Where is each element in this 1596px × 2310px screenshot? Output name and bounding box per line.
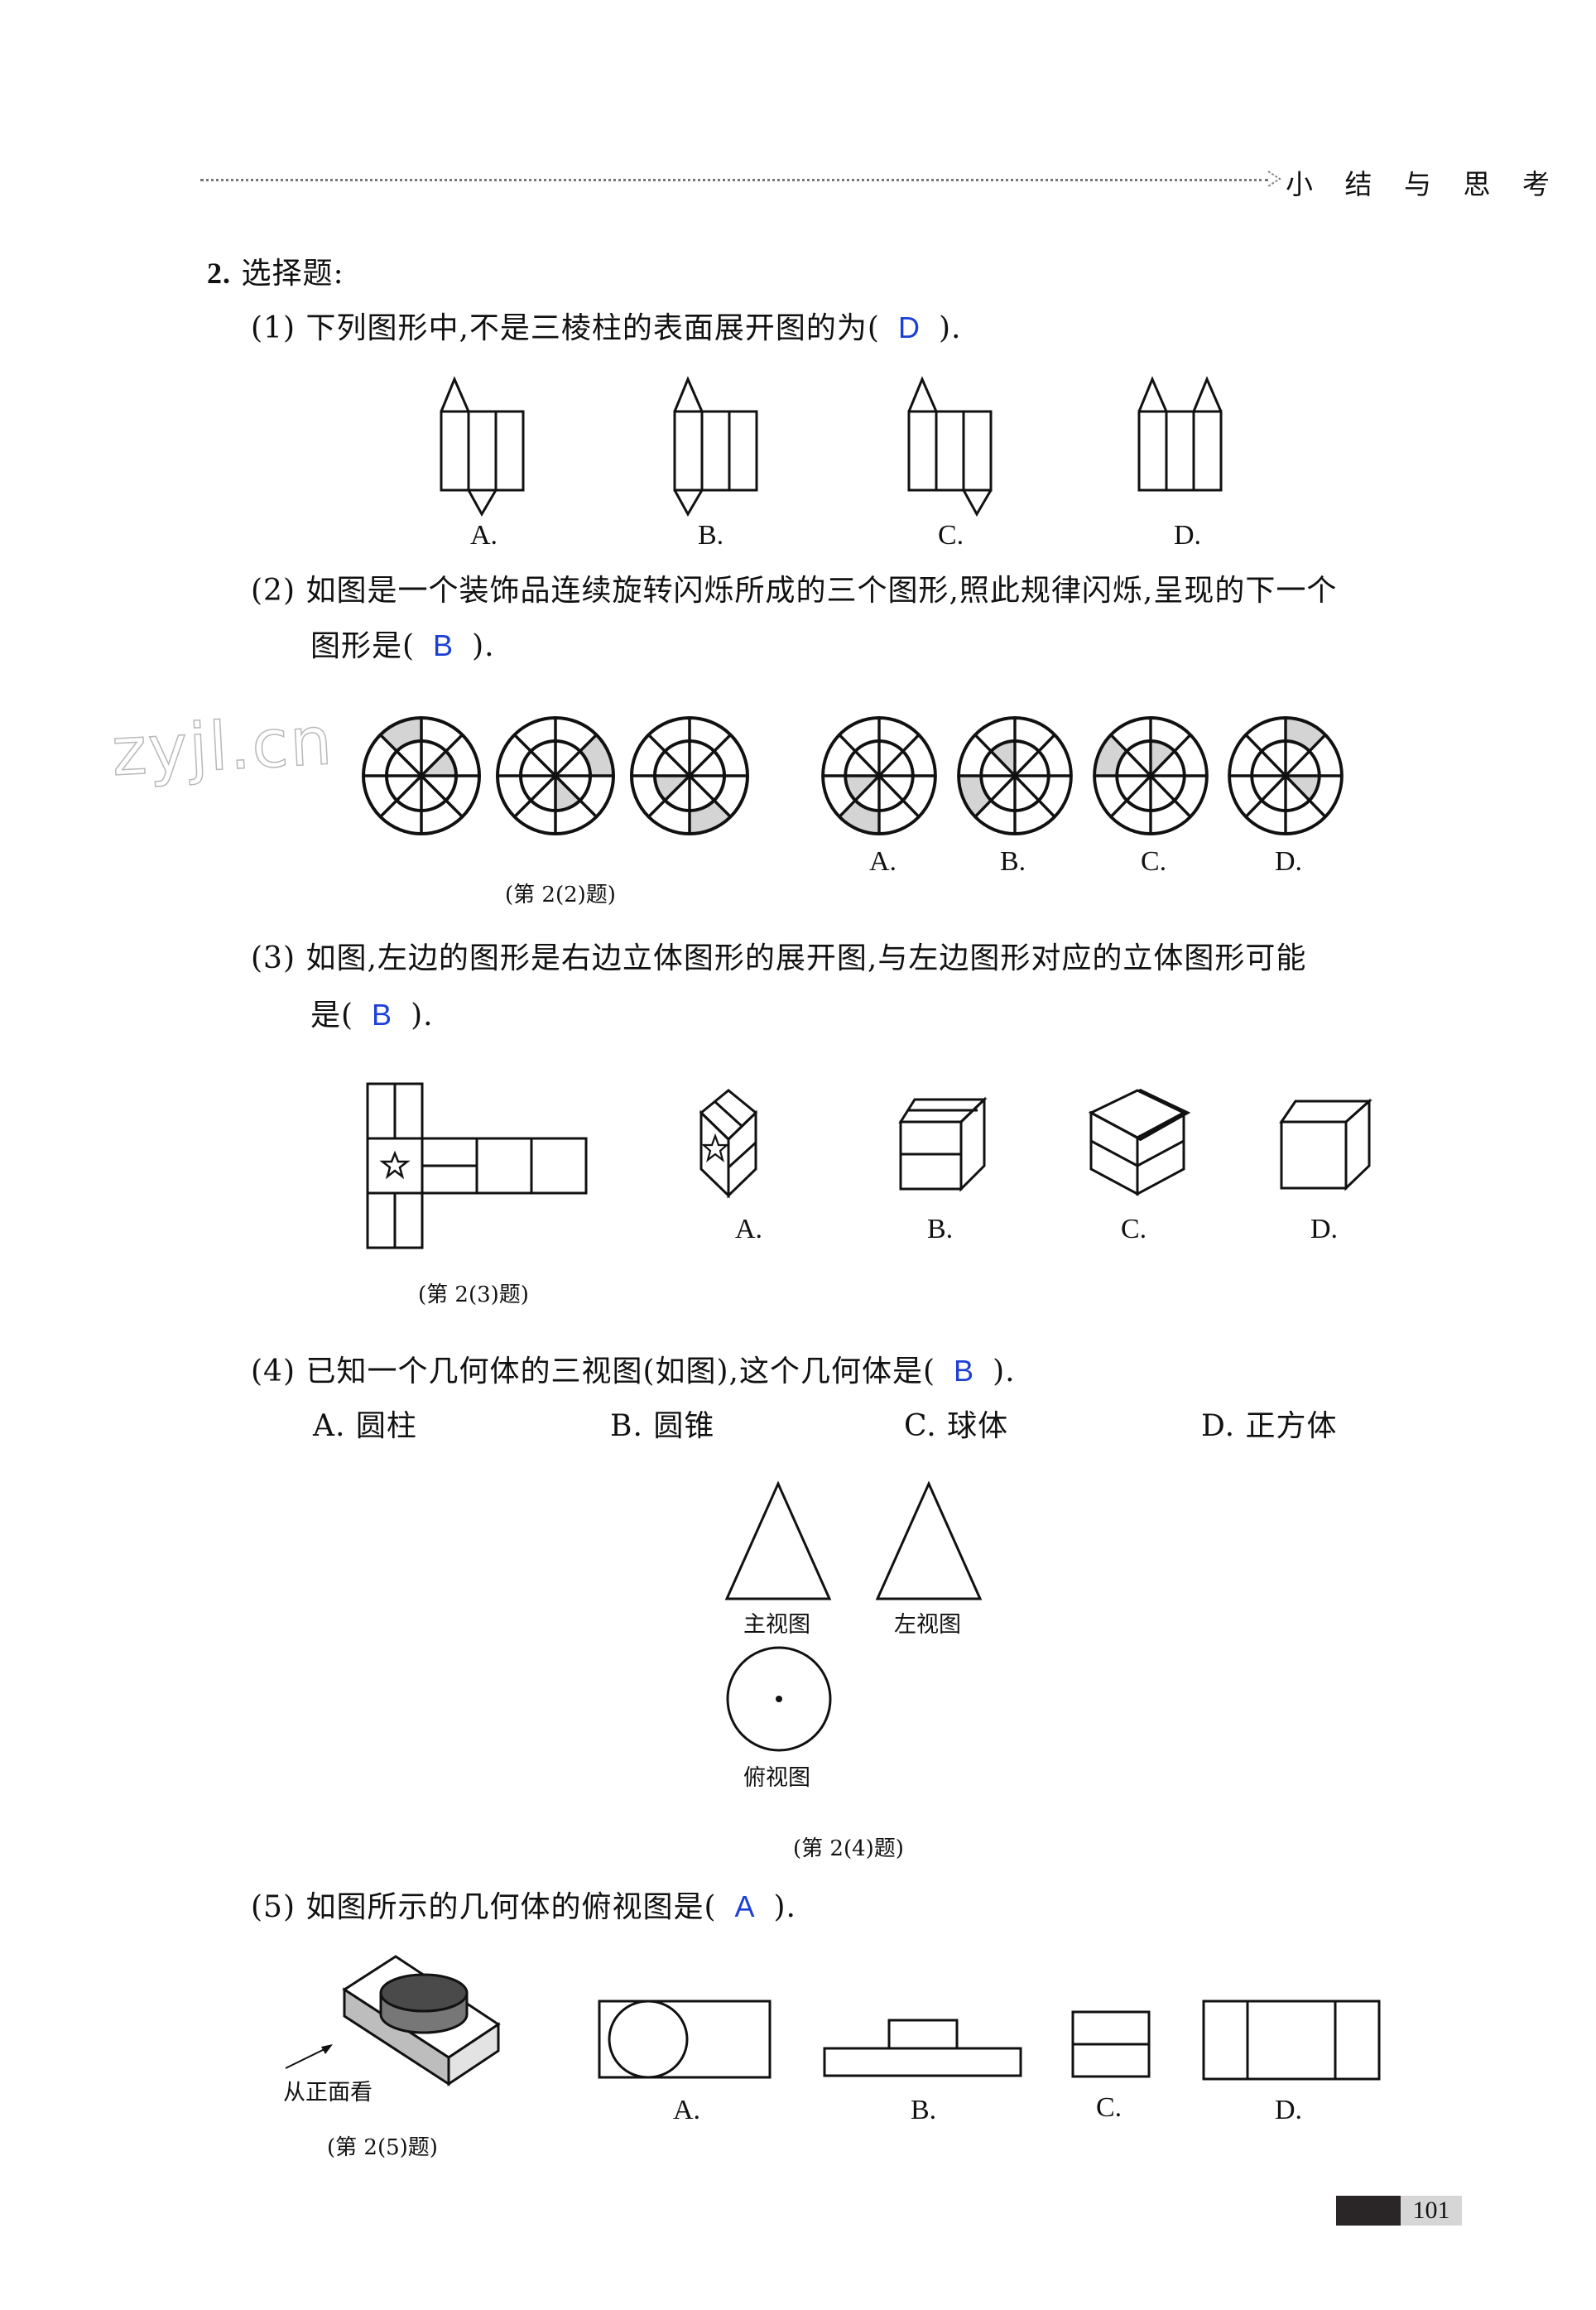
question-number: (5) [251, 1890, 296, 1924]
q4-choice-b: B. 圆锥 [610, 1409, 715, 1443]
question-5-text: (5) 如图所示的几何体的俯视图是( A). [251, 1892, 796, 1923]
top-view-option-a [598, 2000, 772, 2079]
q4-choice-a: A. 圆柱 [313, 1409, 417, 1443]
question-stem: 已知一个几何体的三视图(如图),这个几何体是( [305, 1355, 936, 1388]
cuboid-option-d [1279, 1098, 1372, 1191]
q4-choice-d: D. 正方体 [1201, 1409, 1338, 1443]
page-number-bar [1336, 2196, 1401, 2226]
header-arrow-icon [1267, 171, 1281, 187]
q5-option-c-label: C. [1096, 2092, 1122, 2123]
star-icon [701, 1133, 729, 1162]
cuboid-option-c-body [1088, 1089, 1187, 1196]
answer-mark: B [372, 998, 393, 1032]
question-stem: 下列图形中,不是三棱柱的表面展开图的为( [305, 311, 880, 345]
question-stem-end: ). [472, 629, 495, 663]
q2-caption: (第 2(2)题) [505, 883, 616, 907]
section-label: 选择题: [241, 257, 344, 291]
wheel-figures [362, 705, 1344, 846]
top-view-option-d [1202, 2000, 1381, 2081]
prism-net-option-b [673, 376, 758, 517]
question-stem-end: ). [773, 1890, 797, 1924]
wheel-option-a [821, 716, 937, 835]
top-view-circle [726, 1646, 832, 1752]
wheel-option-d [1228, 716, 1344, 835]
wheel-sequence-2 [496, 716, 626, 835]
q1-option-a-label: A. [470, 520, 498, 551]
cuboid-net [366, 1082, 588, 1249]
section-header-title: 小 结 与 思 考 [1286, 168, 1561, 200]
page-number: 101 [1401, 2196, 1462, 2226]
question-stem: 是( [310, 999, 354, 1032]
q4-caption: (第 2(4)题) [793, 1836, 904, 1861]
q5-option-a-label: A. [673, 2095, 701, 2125]
question-stem-end: ). [411, 999, 434, 1032]
answer-mark: B [954, 1354, 975, 1388]
q5-option-b-label: B. [911, 2095, 937, 2125]
slab-cylinder-solid [285, 1955, 501, 2086]
q2-option-b-label: B. [1000, 846, 1026, 877]
question-3-text-line1: (3) 如图,左边的图形是右边立体图形的展开图,与左边图形对应的立体图形可能 [251, 944, 1306, 974]
wheel-sequence-3 [630, 716, 749, 846]
question-stem-end: ). [938, 311, 962, 345]
question-2-text-line2: 图形是( B). [310, 631, 495, 662]
wheel-option-c [1093, 716, 1209, 835]
question-4-text: (4) 已知一个几何体的三视图(如图),这个几何体是( B). [251, 1356, 1016, 1387]
question-3-text-line2: 是( B). [310, 1000, 434, 1031]
header-dotted-line [200, 179, 1268, 181]
q2-option-a-label: A. [869, 846, 897, 877]
section-number: 2. [207, 257, 231, 290]
prism-net-option-a [440, 376, 525, 517]
question-number: (4) [251, 1355, 296, 1388]
prism-net-option-c [907, 376, 993, 517]
front-view-triangle [724, 1480, 832, 1600]
question-1-text: (1) 下列图形中,不是三棱柱的表面展开图的为( D). [251, 313, 961, 344]
wheel-option-b [947, 716, 1073, 835]
section-title: 2. 选择题: [207, 258, 344, 289]
cuboid-option-a [699, 1089, 758, 1199]
question-number: (1) [251, 311, 296, 345]
left-view-label: 左视图 [894, 1612, 961, 1638]
q1-option-d-label: D. [1174, 520, 1202, 551]
star-icon [379, 1150, 411, 1180]
question-stem: 图形是( [310, 629, 416, 663]
top-view-option-c [1071, 2010, 1151, 2078]
q2-option-c-label: C. [1141, 846, 1167, 877]
q3-option-d-label: D. [1310, 1214, 1339, 1244]
question-2-text-line1: (2) 如图是一个装饰品连续旋转闪烁所成的三个图形,照此规律闪烁,呈现的下一个 [251, 576, 1337, 606]
top-view-label: 俯视图 [743, 1765, 810, 1791]
question-stem: 如图所示的几何体的俯视图是( [305, 1890, 717, 1924]
question-number: (3) [251, 941, 296, 975]
front-view-label: 主视图 [743, 1612, 810, 1638]
question-number: (2) [251, 574, 296, 608]
answer-mark: B [433, 628, 454, 662]
question-stem: 如图是一个装饰品连续旋转闪烁所成的三个图形,照此规律闪烁,呈现的下一个 [305, 574, 1338, 608]
question-stem: 如图,左边的图形是右边立体图形的展开图,与左边图形对应的立体图形可能 [305, 941, 1307, 975]
page-number-badge: 101 [1336, 2196, 1462, 2226]
q3-option-a-label: A. [735, 1214, 763, 1244]
answer-mark: D [897, 310, 921, 344]
arrow-icon [321, 2044, 333, 2054]
q1-option-b-label: B. [698, 520, 724, 551]
q5-caption: (第 2(5)题) [327, 2135, 438, 2160]
q3-option-c-label: C. [1121, 1214, 1147, 1244]
q3-option-b-label: B. [927, 1214, 954, 1244]
q4-choice-c: C. 球体 [904, 1409, 1009, 1443]
q2-option-d-label: D. [1275, 846, 1303, 877]
wheel-sequence-1 [362, 705, 481, 835]
answer-mark: A [734, 1889, 756, 1923]
view-direction-label: 从正面看 [283, 2080, 373, 2105]
q1-option-c-label: C. [938, 520, 964, 551]
q3-caption: (第 2(3)题) [418, 1283, 529, 1307]
cuboid-option-b [898, 1096, 988, 1192]
question-stem-end: ). [993, 1355, 1016, 1388]
left-view-triangle [875, 1480, 983, 1600]
top-view-option-b [823, 2019, 1022, 2077]
prism-net-option-d [1137, 376, 1223, 492]
q5-option-d-label: D. [1275, 2095, 1303, 2125]
